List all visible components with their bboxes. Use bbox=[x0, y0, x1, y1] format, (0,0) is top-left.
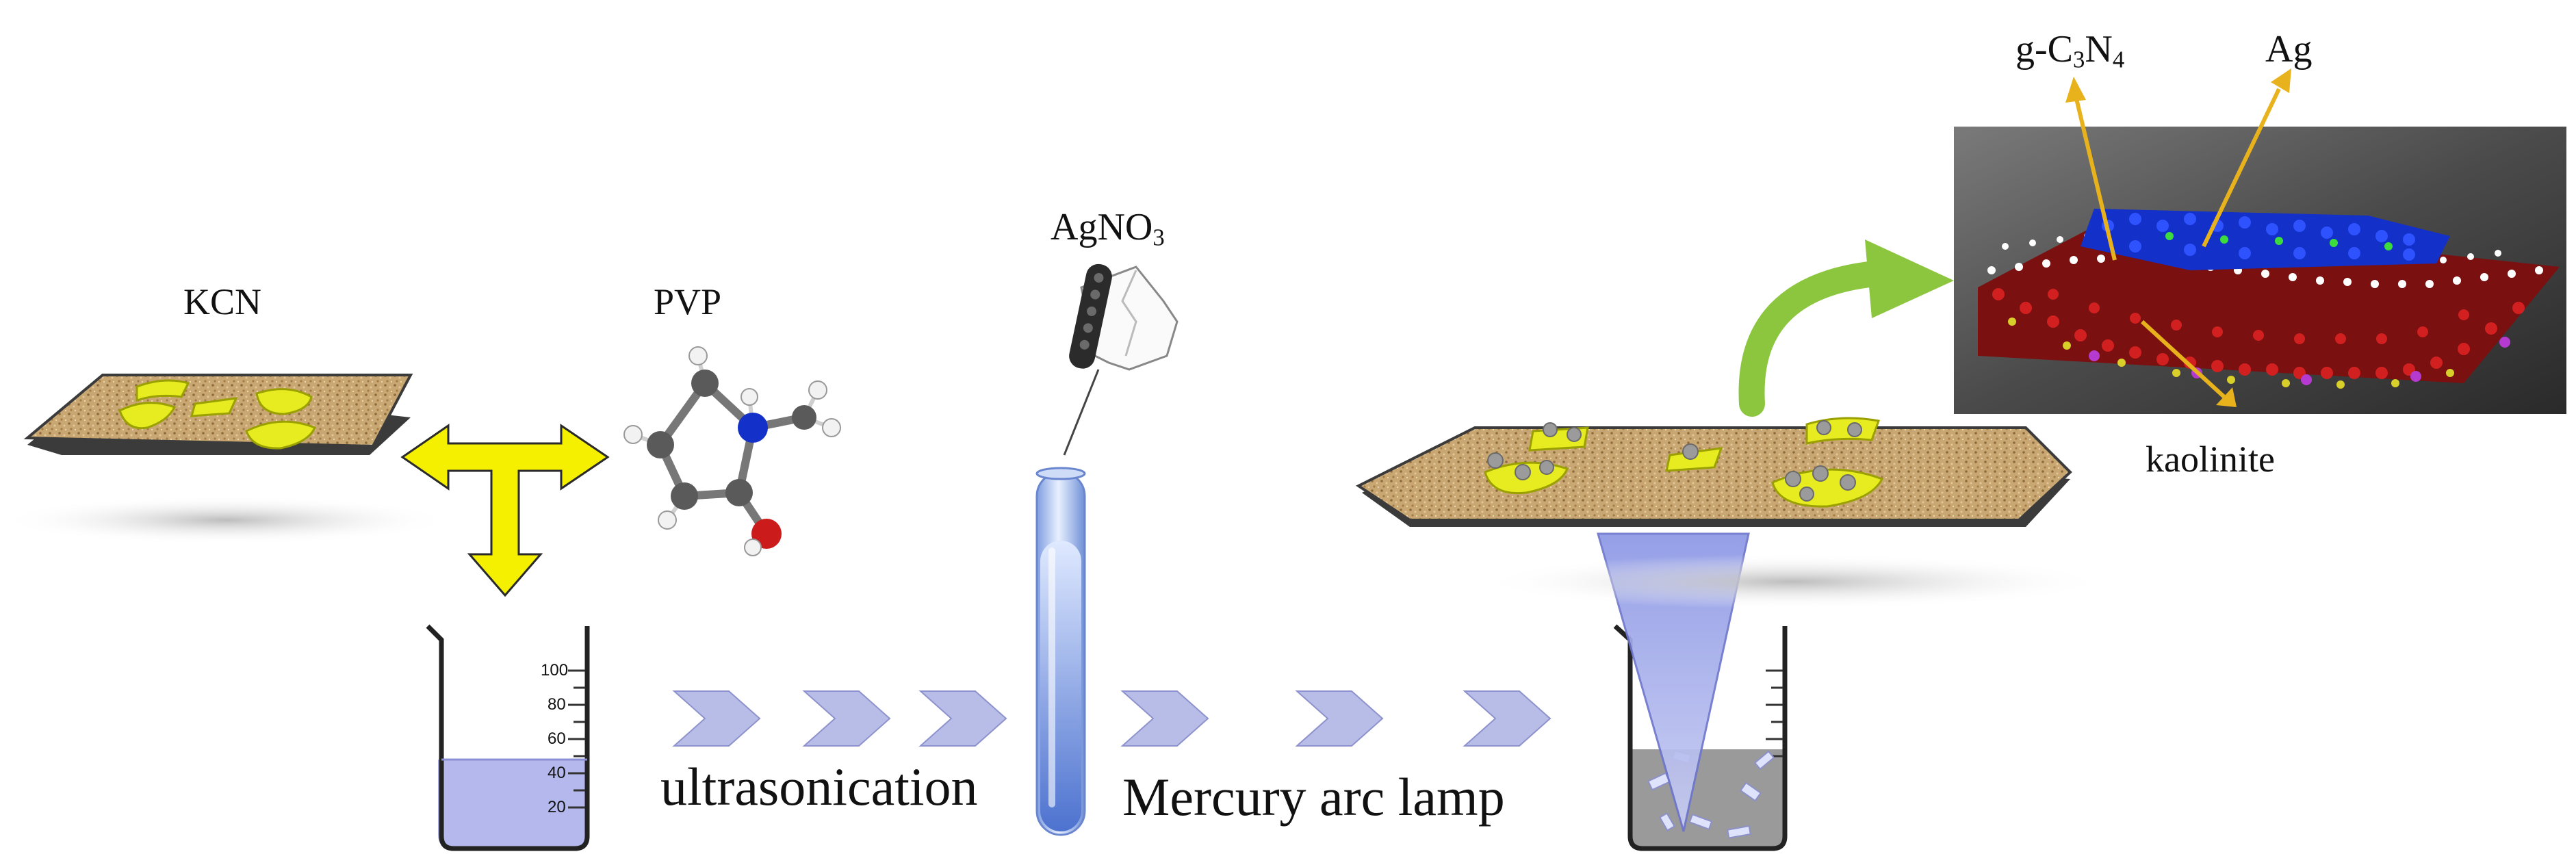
beaker-right-ticks bbox=[1766, 669, 1783, 758]
pvp-label: PVP bbox=[654, 281, 722, 322]
chevrons-mercury-lamp bbox=[1120, 690, 1551, 747]
beaker-scale-20: 20 bbox=[548, 798, 566, 816]
kaolinite-pointer bbox=[2140, 320, 2237, 407]
light-cone bbox=[1597, 532, 1750, 832]
molecular-model-inset bbox=[1954, 127, 2566, 414]
beaker-left bbox=[426, 624, 590, 851]
glove-pipette bbox=[1063, 263, 1178, 456]
beaker-scale-100: 100 bbox=[541, 661, 569, 680]
kaolinite-label: kaolinite bbox=[2146, 439, 2275, 480]
ag-nanoparticles bbox=[1487, 420, 1862, 502]
pvp-molecule bbox=[623, 346, 841, 556]
zoom-arrow bbox=[1738, 240, 1954, 417]
gc3n4-sub1: 3 bbox=[2073, 46, 2085, 73]
test-tube bbox=[1035, 467, 1086, 836]
ag-kcn-substrate bbox=[1356, 417, 2108, 609]
ultrasonication-label: ultrasonication bbox=[660, 757, 978, 816]
ag-pointer bbox=[2202, 68, 2291, 248]
gc3n4-label: g-C3N4 bbox=[2015, 27, 2124, 74]
ag-label: Ag bbox=[2265, 28, 2313, 70]
mixing-arrow bbox=[400, 424, 610, 597]
kcn-label: KCN bbox=[183, 281, 262, 322]
gc3n4-layer bbox=[2081, 209, 2450, 270]
chevrons-ultrasonication bbox=[672, 690, 1007, 747]
gc3n4-sub2: 4 bbox=[2112, 46, 2125, 73]
agno3-base: AgNO bbox=[1051, 206, 1153, 248]
kcn-substrate bbox=[0, 374, 452, 544]
gc3n4-part2: N bbox=[2085, 28, 2113, 70]
agno3-label: AgNO3 bbox=[1051, 205, 1165, 252]
gc3n4-part1: g-C bbox=[2015, 28, 2073, 70]
beaker-scale-60: 60 bbox=[548, 729, 566, 748]
beaker-scale-ticks bbox=[568, 669, 585, 809]
mercury-arc-lamp-label: Mercury arc lamp bbox=[1122, 767, 1505, 827]
agno3-subscript: 3 bbox=[1152, 224, 1165, 251]
kcn-nanosheets bbox=[118, 379, 317, 450]
gc3n4-pointer bbox=[2065, 77, 2117, 261]
beaker-scale-80: 80 bbox=[548, 695, 566, 714]
beaker-scale-40: 40 bbox=[548, 764, 566, 782]
